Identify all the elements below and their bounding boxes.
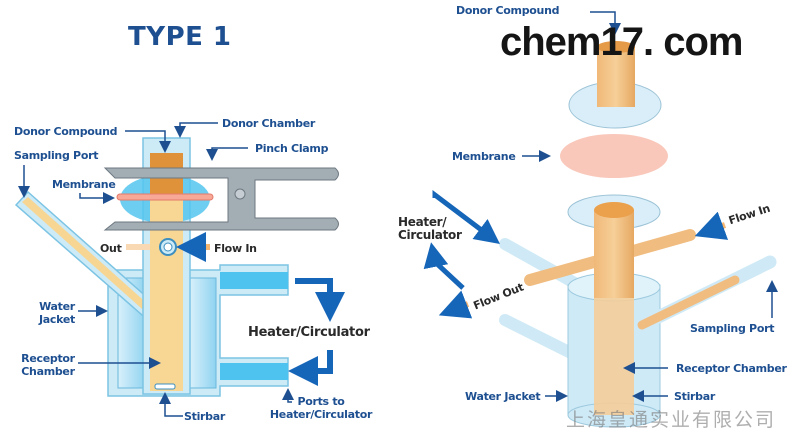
- label-out: Out: [100, 242, 122, 255]
- label-donor-chamber: Donor Chamber: [222, 117, 315, 130]
- right-cell: [423, 11, 778, 428]
- label-pinch-clamp: Pinch Clamp: [255, 142, 329, 155]
- label-water-jacket-right: Water Jacket: [465, 390, 541, 403]
- membrane-disc-shape: [560, 134, 668, 178]
- diagram-title: TYPE 1: [128, 22, 232, 52]
- label-heater-circulator-right: Heater/ Circulator: [398, 215, 462, 242]
- label-heater-circulator: Heater/Circulator: [248, 325, 370, 340]
- label-flow-in: Flow In: [214, 242, 257, 255]
- left-cell: [14, 122, 345, 417]
- receptor-column-shape: [594, 210, 634, 298]
- label-donor-compound: Donor Compound: [14, 125, 118, 138]
- company-watermark: 上海皇通实业有限公司: [566, 409, 777, 431]
- label-receptor-chamber-right: Receptor Chamber: [676, 362, 787, 375]
- label-sampling-port: Sampling Port: [14, 149, 99, 162]
- label-sampling-port-right: Sampling Port: [690, 322, 775, 335]
- label-water-jacket: Water Jacket: [39, 300, 75, 326]
- pinch-clamp-shape: [103, 167, 339, 231]
- label-receptor-chamber: Receptor Chamber: [21, 352, 75, 378]
- membrane-shape: [116, 193, 214, 201]
- watermark: chem17. com: [500, 20, 743, 64]
- label-stirbar: Stirbar: [184, 410, 225, 423]
- label-donor-compound-right: Donor Compound: [456, 4, 560, 17]
- label-membrane: Membrane: [52, 178, 116, 191]
- label-stirbar-right: Stirbar: [674, 390, 715, 403]
- label-ports-to-heater: Ports to Heater/Circulator: [269, 395, 373, 421]
- label-membrane-right: Membrane: [452, 150, 516, 163]
